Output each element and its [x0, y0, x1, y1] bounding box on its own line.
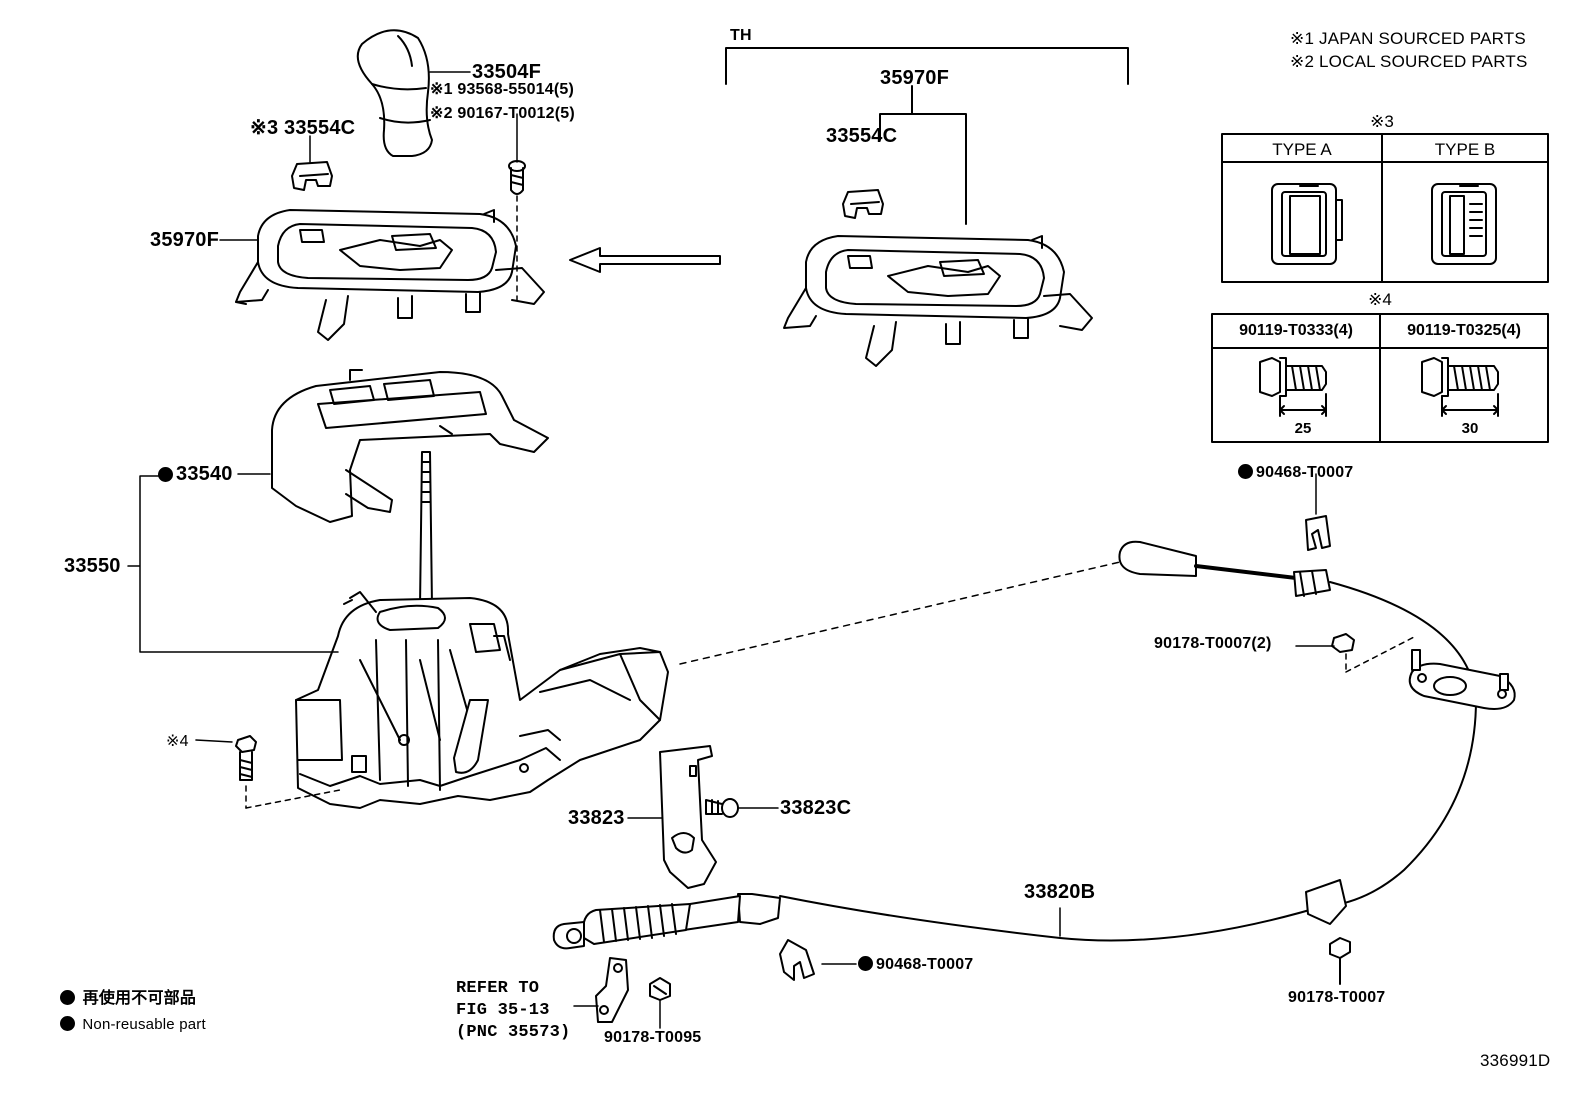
bolt-box: [1212, 314, 1548, 442]
non-reusable-dot-icon: [60, 1016, 75, 1031]
clip-33554c-left: [292, 162, 332, 190]
nut-90178-bottom: [1330, 938, 1350, 984]
non-reusable-dot-icon: [1238, 464, 1253, 479]
type-a-header: TYPE A: [1272, 140, 1332, 159]
bolt-4: [236, 736, 340, 808]
label-90468-top: 90468-T0007: [1238, 464, 1353, 481]
legend-jp: 再使用不可部品: [60, 990, 196, 1007]
label-33823: 33823: [568, 807, 625, 829]
refer-note: REFER TO FIG 35-13 (PNC 35573): [456, 979, 571, 1043]
label-bolt-4: ※4: [166, 733, 189, 750]
label-90468-bottom: 90468-T0007: [858, 956, 973, 973]
type-b-header: TYPE B: [1434, 140, 1496, 159]
non-reusable-dot-icon: [858, 956, 873, 971]
label-35970f-left: 35970F: [150, 229, 220, 251]
th-label: TH: [730, 27, 752, 44]
non-reusable-dot-icon: [158, 467, 173, 482]
label-33554c-right: 33554C: [826, 125, 898, 147]
indicator-panel-left: [236, 210, 544, 340]
bolt-left-header: 90119-T0333(4): [1239, 322, 1353, 339]
note-local-sourced: ※2 LOCAL SOURCED PARTS: [1290, 52, 1528, 71]
label-90178-bottom: 90178-T0007: [1288, 989, 1386, 1006]
bracket-refer: [596, 958, 628, 1022]
th-bracket: [726, 48, 1128, 224]
bolt-box-mark: ※4: [1368, 290, 1392, 309]
label-93568: ※1 93568-55014(5): [430, 81, 575, 98]
shift-lever-rod: [420, 452, 432, 606]
leader-lines: [128, 72, 1334, 1028]
shift-knob: [358, 30, 432, 156]
transmission-cable: [554, 542, 1476, 949]
type-box-mark: ※3: [1370, 112, 1394, 131]
type-box: [1222, 134, 1548, 282]
label-33823c: 33823C: [780, 797, 852, 819]
label-90178-t0095: 90178-T0095: [604, 1029, 702, 1046]
type-a-clip-icon: [1272, 184, 1342, 264]
shift-lever-assembly: [296, 592, 668, 808]
label-33504f: 33504F: [472, 61, 542, 83]
label-33550: 33550: [64, 555, 121, 577]
diagram-id: 336991D: [1480, 1051, 1551, 1070]
screw-90167: [509, 161, 525, 300]
label-33820b: 33820B: [1024, 881, 1096, 903]
label-90167: ※2 90167-T0012(5): [430, 105, 575, 122]
nut-90178-t0095: [650, 978, 670, 1000]
cable-connection-dashline: [680, 562, 1120, 664]
shift-cover-33540: [272, 370, 548, 522]
bolt-left-length: 25: [1294, 420, 1312, 437]
bolt-25-icon: [1260, 358, 1326, 416]
non-reusable-dot-icon: [60, 990, 75, 1005]
cable-bracket-plate: [1410, 650, 1515, 709]
clip-33554c-right: [843, 190, 883, 218]
type-b-clip-icon: [1432, 184, 1496, 264]
label-33540: 33540: [158, 464, 233, 484]
label-35970f-right: 35970F: [880, 67, 950, 89]
bolt-right-length: 30: [1461, 420, 1479, 437]
label-33554c-left: ※3 33554C: [250, 117, 356, 139]
bracket-33823: [660, 746, 716, 888]
clip-90468-bottom: [780, 940, 814, 980]
bolt-30-icon: [1422, 358, 1498, 416]
legend-en: Non-reusable part: [60, 1016, 206, 1032]
arrow-left-icon: [570, 248, 720, 272]
bolt-33823c: [706, 799, 738, 817]
note-japan-sourced: ※1 JAPAN SOURCED PARTS: [1290, 29, 1526, 48]
bolt-right-header: 90119-T0325(4): [1407, 322, 1521, 339]
indicator-panel-right: [784, 236, 1092, 366]
label-90178-t0007-2: 90178-T0007(2): [1154, 635, 1272, 652]
nut-90178-t0007-2: [1332, 634, 1416, 672]
clip-90468-top: [1306, 516, 1330, 550]
